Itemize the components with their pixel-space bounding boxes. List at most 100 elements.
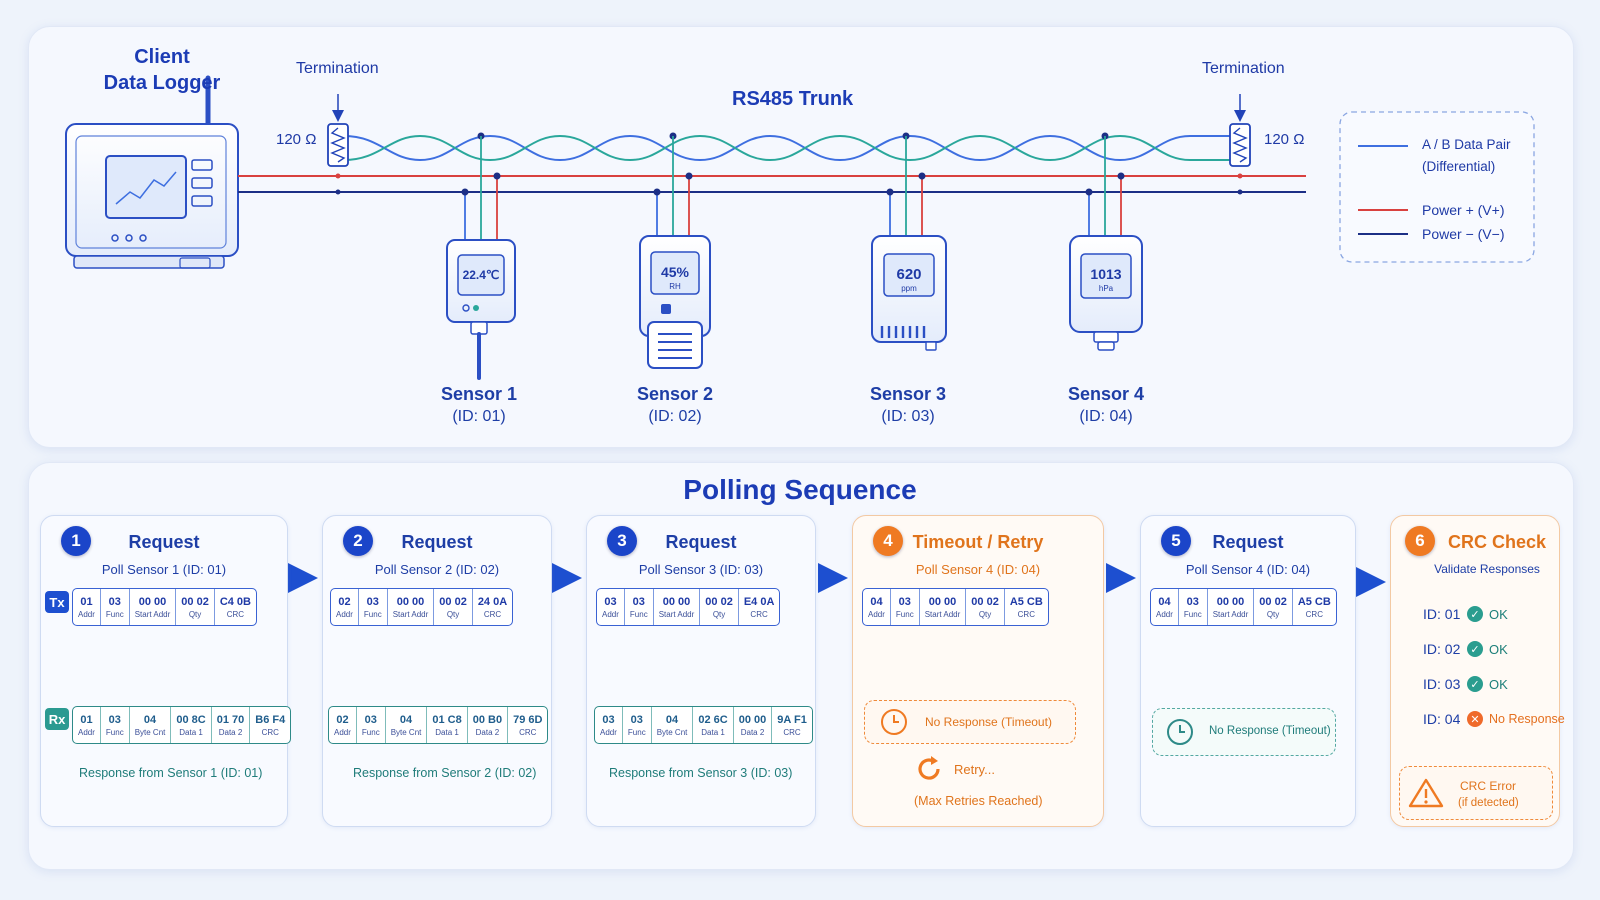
frame-field-caption: Func: [1183, 609, 1202, 619]
frame-field-value: 01 C8: [432, 713, 462, 726]
frame-field-value: 03: [898, 595, 911, 608]
step-2-title: Request: [401, 532, 473, 552]
frame-field-caption: Qty: [978, 609, 992, 619]
frame-field-value: 03: [1186, 595, 1199, 608]
error-icon: ✕: [1467, 711, 1483, 727]
frame-field-caption: Addr: [602, 609, 619, 619]
step-4-timeout-box: No Response (Timeout): [864, 700, 1076, 744]
frame-field-caption: CRC: [1305, 609, 1323, 619]
frame-field-caption: Qty: [446, 609, 460, 619]
sensor-2-unit: RH: [669, 282, 681, 291]
warning-icon: [1408, 778, 1444, 808]
frame-field-value: 00 00: [928, 595, 957, 608]
frame-field-caption: Func: [629, 609, 648, 619]
frame-field-caption: Func: [895, 609, 914, 619]
result-status: OK: [1489, 606, 1508, 622]
trunk-title: RS485 Trunk: [732, 88, 854, 110]
step-5-status: No Response (Timeout): [1209, 725, 1331, 737]
frame-field-value: 00 00: [738, 713, 767, 726]
frame-field-caption: Start Addr: [924, 609, 961, 619]
frame-field-value: 24 0A: [477, 595, 508, 608]
frame-field-caption: Func: [105, 727, 124, 737]
frame-field-caption: Start Addr: [134, 609, 171, 619]
frame-field-value: C4 0B: [219, 595, 251, 608]
sensor-3-id: (ID: 03): [881, 408, 935, 425]
sensor-4-device: [1069, 235, 1143, 351]
result-status: OK: [1489, 676, 1508, 692]
legend-power-minus: Power − (V−): [1422, 226, 1505, 242]
retry-icon: [918, 756, 940, 780]
frame-field-caption: CRC: [750, 609, 768, 619]
frame-field-caption: Start Addr: [658, 609, 695, 619]
frame-field-caption: Addr: [600, 727, 617, 737]
sensor-1-display: 22.4℃: [462, 268, 500, 282]
termination-resistor-left: [327, 94, 349, 167]
sensor-1-device: [446, 239, 516, 380]
legend-box: [1339, 111, 1535, 263]
frame-field-caption: CRC: [483, 609, 502, 619]
step-2-badge: 2: [343, 526, 373, 556]
frame-field-caption: Qty: [712, 609, 726, 619]
step-4-retry-note: (Max Retries Reached): [914, 794, 1043, 808]
step-3-title: Request: [665, 532, 737, 552]
frame-field-caption: Byte Cnt: [656, 727, 688, 737]
tx-tag: Tx: [45, 591, 69, 613]
step-2-response: Response from Sensor 2 (ID: 02): [353, 766, 537, 780]
sensor-3-unit: ppm: [901, 284, 917, 293]
legend-data-pair: A / B Data Pair: [1422, 137, 1511, 152]
termination-label-left: Termination: [296, 60, 379, 77]
termination-resistor-right: [1229, 94, 1251, 167]
check-icon: ✓: [1467, 641, 1483, 657]
sensor-1-name: Sensor 1: [440, 384, 518, 404]
frame-field-value: 02 6C: [698, 713, 728, 726]
crc-error-box: CRC Error (if detected): [1399, 766, 1553, 820]
frame-field-value: 00 02: [705, 595, 733, 608]
frame-field-caption: Addr: [78, 727, 95, 737]
frame-field-caption: Data 1: [701, 727, 725, 737]
frame-field-caption: Func: [627, 727, 646, 737]
frame-field-caption: CRC: [1017, 609, 1035, 619]
frame-field-caption: Qty: [188, 609, 202, 619]
legend-data-pair-note: (Differential): [1422, 159, 1496, 174]
frame-field-caption: CRC: [261, 727, 279, 737]
result-row-3: ID: 03 ✓ OK: [1423, 676, 1508, 692]
frame-field-caption: Byte Cnt: [390, 727, 422, 737]
step-1-badge: 1: [61, 526, 91, 556]
termination-label-right: Termination: [1202, 60, 1285, 77]
frame-field-caption: Func: [105, 609, 124, 619]
network-diagram-panel: [28, 26, 1574, 448]
frame-field-caption: CRC: [226, 609, 245, 619]
frame-field-value: 03: [602, 713, 615, 726]
frame-field-caption: Start Addr: [1212, 609, 1249, 619]
step-4-status: No Response (Timeout): [925, 715, 1052, 729]
frame-field-caption: Byte Cnt: [134, 727, 166, 737]
resistor-label-right: 120 Ω: [1264, 131, 1305, 148]
step-card-4: 4 Timeout / Retry Poll Sensor 4 (ID: 04): [852, 515, 1104, 827]
step-1-subtitle: Poll Sensor 1 (ID: 01): [101, 562, 227, 577]
frame-field-caption: Func: [363, 609, 382, 619]
frame-field-value: B6 F4: [255, 713, 286, 726]
frame-field-value: 03: [632, 595, 645, 608]
frame-field-value: 00 02: [971, 595, 999, 608]
frame-field-value: 00 02: [181, 595, 209, 608]
